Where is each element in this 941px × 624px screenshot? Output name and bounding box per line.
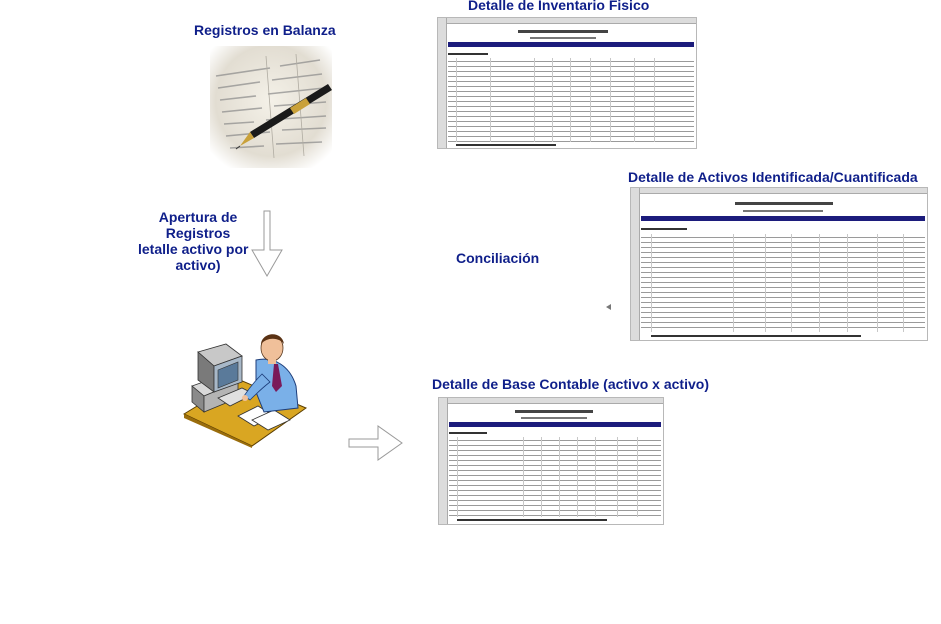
row-header-strip bbox=[439, 398, 448, 524]
sheet-column-lines bbox=[641, 234, 925, 332]
apertura-line-2: Registros bbox=[165, 225, 231, 241]
sheet-section-heading bbox=[448, 53, 488, 55]
sheet-total-row bbox=[457, 519, 607, 521]
sheet-section-heading bbox=[449, 432, 487, 434]
detalle-base-contable-label: Detalle de Base Contable (activo x activ… bbox=[432, 376, 709, 392]
detalle-inventario-label: Detalle de Inventario Fisico bbox=[468, 0, 650, 13]
sheet-section-heading bbox=[641, 228, 687, 230]
activos-spreadsheet-thumbnail bbox=[630, 187, 928, 341]
sheet-title bbox=[518, 30, 608, 33]
column-header-strip bbox=[631, 188, 927, 194]
sheet-column-lines bbox=[449, 437, 661, 517]
down-arrow-icon bbox=[251, 210, 283, 278]
balance-photo bbox=[210, 46, 332, 168]
apertura-line-4: activo) bbox=[175, 257, 221, 273]
small-arrow-icon bbox=[606, 304, 611, 310]
right-arrow-icon bbox=[348, 425, 403, 461]
sheet-title bbox=[515, 410, 593, 413]
apertura-line-1: Apertura de bbox=[158, 209, 238, 225]
sheet-header-band bbox=[449, 422, 661, 427]
sheet-subtitle bbox=[530, 37, 596, 39]
conciliacion-label: Conciliación bbox=[456, 250, 540, 266]
sheet-subtitle bbox=[743, 210, 823, 212]
row-header-strip bbox=[438, 18, 447, 148]
inventario-spreadsheet-thumbnail bbox=[437, 17, 697, 149]
sheet-total-row bbox=[456, 144, 556, 146]
sheet-data-rows bbox=[449, 437, 661, 517]
base-contable-spreadsheet-thumbnail bbox=[438, 397, 664, 525]
row-header-strip bbox=[631, 188, 640, 340]
sheet-title bbox=[735, 202, 833, 205]
column-header-strip bbox=[439, 398, 663, 404]
sheet-column-lines bbox=[448, 58, 694, 142]
sheet-header-band bbox=[641, 216, 925, 221]
apertura-label: Apertura de Registros letalle activo por… bbox=[138, 209, 258, 273]
apertura-line-3: letalle activo por bbox=[138, 241, 249, 257]
column-header-strip bbox=[438, 18, 696, 24]
detalle-activos-label: Detalle de Activos Identificada/Cuantifi… bbox=[628, 169, 918, 185]
sheet-total-row bbox=[651, 335, 861, 337]
worker-computer-icon bbox=[182, 334, 308, 448]
pen-papers-icon bbox=[210, 46, 332, 168]
sheet-header-band bbox=[448, 42, 694, 47]
sheet-data-rows bbox=[448, 58, 694, 142]
sheet-subtitle bbox=[521, 417, 587, 419]
registros-balanza-label: Registros en Balanza bbox=[194, 22, 336, 38]
